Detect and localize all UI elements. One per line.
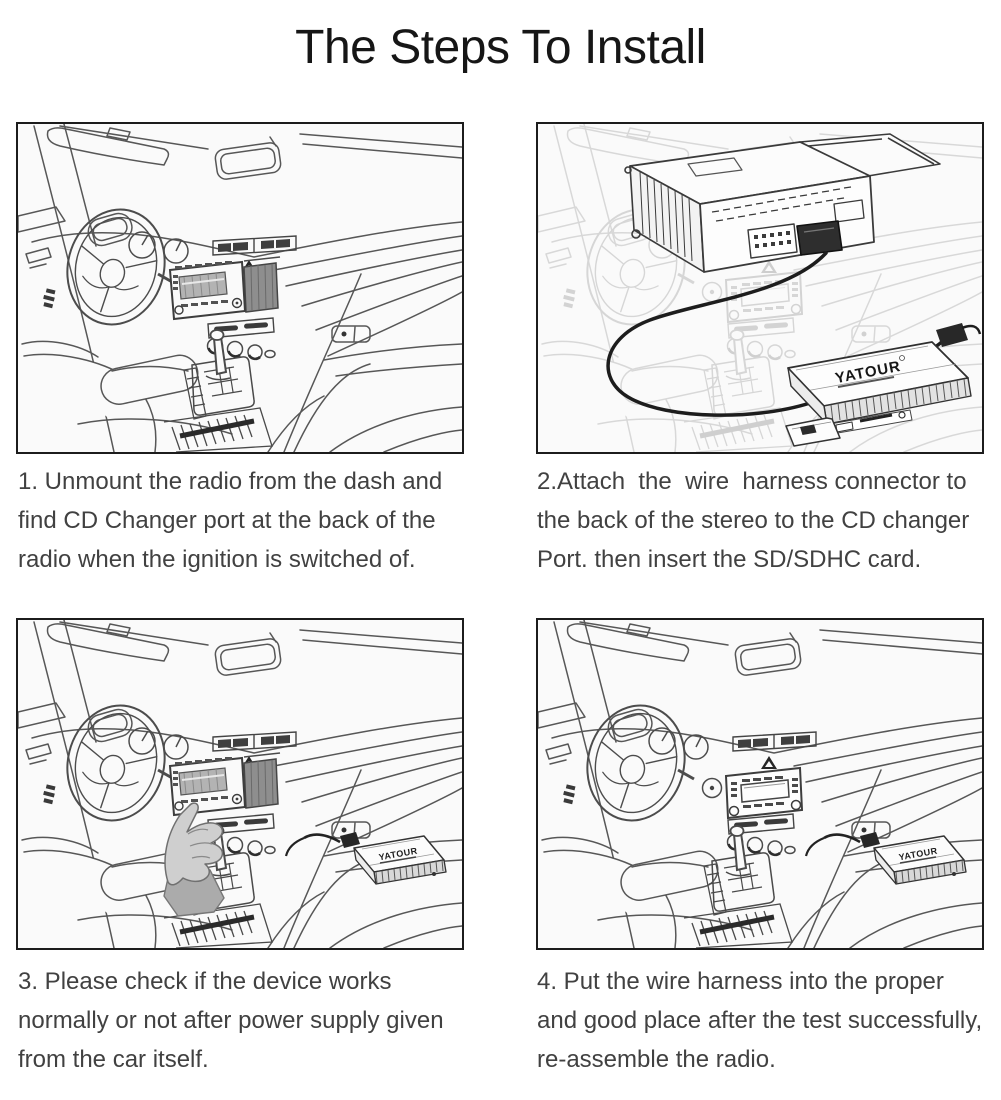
step-2-illustration-panel: YATOUR (536, 122, 984, 454)
page-title: The Steps To Install (295, 21, 706, 74)
step-2-caption: 2.Attach the wire harness connector to t… (537, 462, 1001, 579)
step-1-caption-line-2: find CD Changer port at the back of the (18, 507, 436, 534)
sd-slot (859, 413, 893, 423)
harness-plug (936, 323, 982, 347)
adapter-device-on-dash (284, 830, 448, 886)
step-2-caption-line-1: 2.Attach the wire harness connector to (537, 468, 967, 495)
step-4-caption-line-1: 4. Put the wire harness into the proper (537, 968, 944, 995)
step-4-caption: 4. Put the wire harness into the proper … (537, 962, 1001, 1079)
step-2-caption-line-3: Port. then insert the SD/SDHC card. (537, 546, 922, 573)
step-4-caption-line-3: re-assemble the radio. (537, 1046, 776, 1073)
step-1-caption-line-1: 1. Unmount the radio from the dash and (18, 468, 443, 495)
car-interior-drawing-step1 (18, 124, 462, 452)
stereo-head-unit (624, 133, 941, 273)
adapter-device: YATOUR (787, 341, 972, 435)
step-3-caption-line-3: from the car itself. (18, 1046, 209, 1073)
step-3-caption: 3. Please check if the device works norm… (18, 962, 493, 1079)
step-1-caption-line-3: radio when the ignition is switched of. (18, 546, 416, 573)
radio-unmounted (169, 752, 281, 816)
step-3-caption-line-1: 3. Please check if the device works (18, 968, 392, 995)
step-4-illustration-panel (536, 618, 984, 950)
step-1-illustration-panel (16, 122, 464, 454)
step-4-caption-line-2: and good place after the test successful… (537, 1007, 983, 1034)
stereo-harness-drawing-step2: YATOUR (538, 124, 982, 452)
step-1-caption: 1. Unmount the radio from the dash and f… (18, 462, 493, 579)
adapter-device-on-dash (804, 830, 968, 886)
step-2-caption-line-2: the back of the stereo to the CD changer (537, 507, 970, 534)
car-interior-drawing-step4 (538, 620, 982, 948)
sd-card (785, 417, 841, 447)
aux-jack (898, 411, 906, 419)
step-3-caption-line-2: normally or not after power supply given (18, 1007, 444, 1034)
step-3-illustration-panel (16, 618, 464, 950)
radio-unmounted (169, 256, 281, 320)
car-interior-drawing-step3 (18, 620, 462, 948)
radio-reassembled (725, 767, 803, 819)
